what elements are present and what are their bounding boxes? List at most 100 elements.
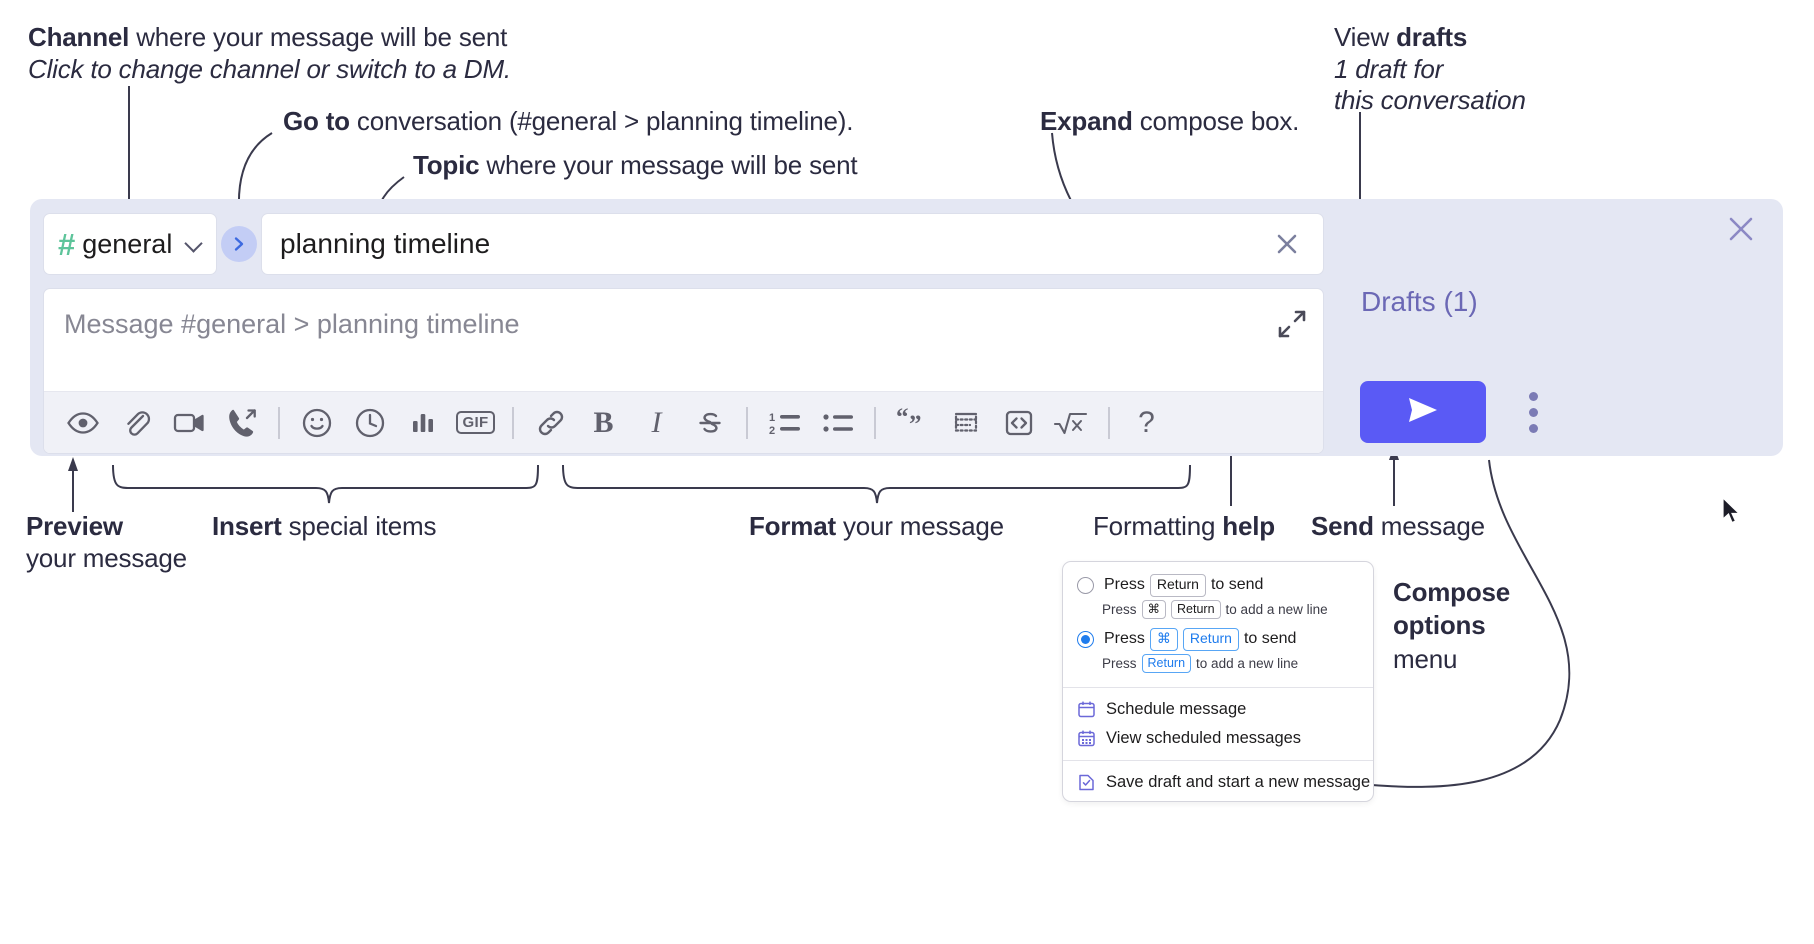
go-to-conversation-button[interactable] — [217, 213, 261, 275]
calendar-icon — [1077, 700, 1096, 719]
annotation-compose-bold2: options — [1393, 610, 1486, 641]
send-option-suffix: to send — [1243, 630, 1297, 648]
compose-options-menu: Press Return to send Press ⌘ Return to a… — [1062, 561, 1374, 803]
annotation-compose-options: Compose options menu — [1393, 576, 1510, 676]
link-button[interactable] — [524, 399, 577, 447]
key-return: Return — [1182, 628, 1239, 651]
phone-arrow-icon — [225, 406, 259, 440]
annotation-compose-bold1: Compose — [1393, 577, 1511, 607]
bold-button[interactable]: B — [577, 399, 630, 447]
annotation-insert-bold: Insert — [212, 511, 282, 541]
svg-text:1: 1 — [769, 412, 775, 424]
more-options-icon[interactable] — [1513, 389, 1553, 435]
channel-selector[interactable]: # general — [43, 213, 217, 275]
drafts-link[interactable]: Drafts (1) — [1361, 286, 1478, 317]
annotation-help-plain: Formatting — [1093, 511, 1223, 541]
topic-input[interactable]: planning timeline — [261, 213, 1324, 275]
send-paper-plane-icon — [1401, 392, 1445, 433]
key-return: Return — [1171, 599, 1221, 620]
schedule-button[interactable] — [343, 399, 396, 447]
separator — [874, 406, 876, 439]
message-input-box[interactable]: Message #general > planning timeline — [43, 288, 1324, 454]
annotation-send: Send message — [1311, 511, 1485, 543]
audio-clip-button[interactable] — [215, 399, 268, 447]
annotation-format: Format your message — [749, 511, 1004, 543]
send-option-cmd-return[interactable]: Press ⌘ Return to send — [1063, 626, 1373, 651]
close-icon[interactable] — [1267, 224, 1307, 264]
annotation-compose-plain: menu — [1393, 643, 1458, 674]
hint-press-label: Press — [1102, 655, 1137, 671]
gif-button[interactable]: GIF — [449, 399, 502, 447]
annotation-send-bold: Send — [1311, 511, 1374, 541]
code-brackets-icon — [1003, 407, 1035, 439]
send-button[interactable] — [1360, 381, 1486, 443]
compose-header-row: # general planning timeline — [43, 213, 1324, 275]
emoji-button[interactable] — [290, 399, 343, 447]
annotation-drafts-italic1: 1 draft for — [1334, 53, 1444, 84]
menu-divider — [1063, 687, 1373, 689]
strikethrough-button[interactable] — [683, 399, 736, 447]
eye-icon — [66, 406, 100, 440]
attach-file-button[interactable] — [109, 399, 162, 447]
code-block-button[interactable] — [939, 399, 992, 447]
square-root-icon — [1053, 407, 1091, 439]
bulleted-list-button[interactable] — [811, 399, 864, 447]
annotation-formatting-help: Formatting help — [1093, 511, 1275, 543]
menu-item-save-draft[interactable]: Save draft and start a new message — [1063, 768, 1373, 797]
annotation-channel-italic: Click to change channel or switch to a D… — [28, 53, 511, 84]
annotation-goto-bold: Go to — [283, 106, 350, 136]
annotation-topic: Topic where your message will be sent — [413, 150, 858, 182]
menu-item-schedule-message[interactable]: Schedule message — [1063, 695, 1373, 724]
formatting-help-button[interactable]: ? — [1120, 399, 1173, 447]
annotation-help-bold: help — [1222, 511, 1275, 541]
annotation-drafts: View drafts 1 draft for this conversatio… — [1334, 22, 1526, 117]
annotation-insert: Insert special items — [212, 511, 437, 543]
send-option-suffix: to send — [1210, 576, 1264, 594]
hint-press-label: Press — [1102, 601, 1137, 617]
italic-button[interactable]: I — [630, 399, 683, 447]
separator — [512, 406, 514, 439]
code-block-icon — [951, 408, 981, 438]
svg-text:2: 2 — [769, 425, 775, 437]
menu-item-view-scheduled[interactable]: View scheduled messages — [1063, 724, 1373, 753]
annotation-expand: Expand compose box. — [1040, 106, 1299, 138]
svg-text:“: “ — [896, 408, 909, 431]
annotation-channel-rest: where your message will be sent — [129, 22, 508, 52]
annotation-topic-bold: Topic — [413, 150, 480, 180]
code-button[interactable] — [992, 399, 1045, 447]
italic-icon: I — [651, 405, 662, 439]
chevron-down-icon — [186, 236, 202, 252]
annotation-topic-rest: where your message will be sent — [479, 150, 858, 180]
chevron-right-icon — [221, 226, 257, 262]
svg-text:”: ” — [909, 411, 922, 438]
topic-value: planning timeline — [280, 228, 491, 259]
send-option-press-label: Press — [1104, 630, 1145, 648]
key-command: ⌘ — [1141, 599, 1167, 620]
paperclip-icon — [120, 407, 152, 439]
annotation-drafts-italic2: this conversation — [1334, 85, 1526, 116]
message-placeholder: Message #general > planning timeline — [64, 309, 520, 339]
close-icon[interactable] — [1723, 211, 1759, 247]
key-return: Return — [1149, 574, 1206, 597]
poll-button[interactable] — [396, 399, 449, 447]
annotation-goto: Go to conversation (#general > planning … — [283, 106, 853, 138]
link-icon — [535, 407, 567, 439]
video-clip-button[interactable] — [162, 399, 215, 447]
send-option-return[interactable]: Press Return to send — [1063, 572, 1373, 597]
gif-icon: GIF — [455, 411, 496, 434]
math-button[interactable] — [1045, 399, 1098, 447]
preview-button[interactable] — [56, 399, 109, 447]
radio-unselected-icon — [1077, 576, 1094, 594]
strikethrough-icon — [695, 408, 725, 438]
key-return: Return — [1141, 653, 1192, 674]
annotation-drafts-plain: View — [1334, 22, 1397, 52]
expand-icon[interactable] — [1277, 309, 1307, 339]
blockquote-button[interactable]: “” — [886, 399, 939, 447]
bold-icon: B — [593, 405, 614, 439]
clock-icon — [354, 407, 386, 439]
separator — [746, 406, 748, 439]
mouse-cursor — [1722, 497, 1741, 524]
channel-name-label: general — [82, 228, 173, 259]
